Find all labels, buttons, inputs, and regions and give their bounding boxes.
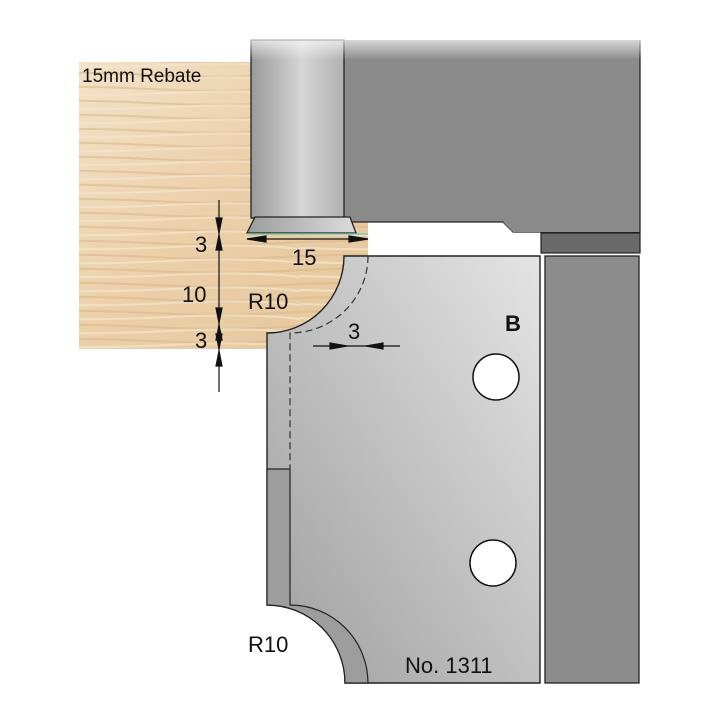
width-dimension bbox=[246, 235, 369, 243]
rebate-knife bbox=[245, 216, 357, 234]
top-fade bbox=[240, 30, 650, 60]
mounting-hole-lower bbox=[469, 539, 517, 587]
lower-radius-label: R10 bbox=[248, 632, 288, 657]
cutter-side-label: B bbox=[505, 311, 521, 336]
dim-width: 15 bbox=[292, 245, 316, 270]
part-number: No. 1311 bbox=[405, 653, 493, 678]
lower-cutter-edge bbox=[266, 468, 369, 684]
body-step bbox=[503, 222, 640, 232]
dim-bottom-depth: 3 bbox=[195, 328, 207, 353]
vertical-dimension bbox=[215, 200, 223, 392]
dark-bar bbox=[540, 232, 641, 254]
upper-radius-label: R10 bbox=[248, 289, 288, 314]
mounting-hole-upper bbox=[472, 353, 520, 401]
dim-middle: 10 bbox=[182, 282, 206, 307]
dim-offset: 3 bbox=[348, 319, 360, 344]
shank bbox=[250, 39, 345, 219]
dim-top-depth: 3 bbox=[195, 232, 207, 257]
rebate-title: 15mm Rebate bbox=[82, 66, 201, 87]
cutter-body-block bbox=[344, 40, 640, 222]
offset-dimension bbox=[313, 342, 400, 350]
offset-dashed-line bbox=[289, 255, 369, 469]
side-column bbox=[544, 255, 640, 684]
